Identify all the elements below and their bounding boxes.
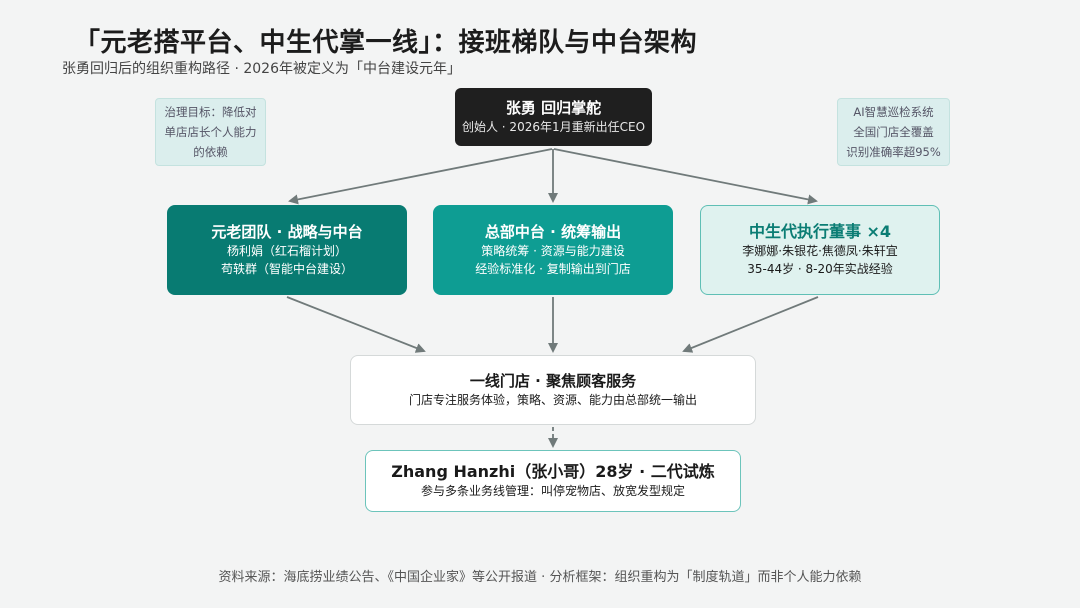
arrow-exec-to-store [682,296,819,353]
note-line: 识别准确率超95% [846,145,941,159]
node-line: 李娜娜·朱银花·焦德凤·朱轩宜 [742,244,898,258]
note-line: AI智慧巡检系统 [853,105,934,119]
node-frontline-stores: 一线门店 · 聚焦顾客服务 门店专注服务体验，策略、资源、能力由总部统一输出 [350,355,756,425]
source-footer: 资料来源：海底捞业绩公告、《中国企业家》等公开报道 · 分析框架：组织重构为「制… [218,570,862,585]
node-title: 一线门店 · 聚焦顾客服务 [469,372,637,390]
node-line: 杨利娟（红石榴计划） [226,244,347,258]
node-line: 苟轶群（智能中台建设） [220,262,353,276]
node-title: Zhang Hanzhi（张小哥）28岁 · 二代试炼 [391,462,715,481]
node-ceo: 张勇 回归掌舵 创始人 · 2026年1月重新出任CEO [455,88,652,146]
page-title: 「元老搭平台、中生代掌一线」：接班梯队与中台架构 [74,28,698,58]
node-executive-directors: 中生代执行董事 ×4 李娜娜·朱银花·焦德凤·朱轩宜 35-44岁 · 8-20… [700,205,940,295]
note-ai-inspection: AI智慧巡检系统 全国门店全覆盖 识别准确率超95% [837,98,950,166]
page-subtitle: 张勇回归后的组织重构路径 · 2026年被定义为「中台建设元年」 [62,61,461,77]
node-line: 经验标准化 · 复制输出到门店 [475,262,631,276]
note-line: 全国门店全覆盖 [853,125,934,139]
node-line: 门店专注服务体验，策略、资源、能力由总部统一输出 [408,393,697,407]
arrow-ceo-to-elder [288,148,553,205]
note-line: 单店店长个人能力 [164,125,257,139]
node-line: 创始人 · 2026年1月重新出任CEO [461,120,646,134]
note-governance-goal: 治理目标：降低对 单店店长个人能力 的依赖 [155,98,266,166]
arrow-elder-to-store [286,296,426,353]
note-line: 治理目标：降低对 [164,105,257,119]
node-second-generation: Zhang Hanzhi（张小哥）28岁 · 二代试炼 参与多条业务线管理：叫停… [365,450,741,512]
node-elder-team: 元老团队 · 战略与中台 杨利娟（红石榴计划） 苟轶群（智能中台建设） [167,205,407,295]
node-title: 总部中台 · 统筹输出 [484,223,622,241]
arrow-ceo-to-exec [553,148,818,205]
node-line: 策略统筹 · 资源与能力建设 [481,244,625,258]
node-line: 35-44岁 · 8-20年实战经验 [747,262,893,276]
note-line: 的依赖 [193,145,228,159]
node-title: 中生代执行董事 ×4 [748,222,892,241]
node-title: 张勇 回归掌舵 [505,99,602,117]
node-line: 参与多条业务线管理：叫停宠物店、放宽发型规定 [420,484,685,498]
node-title: 元老团队 · 战略与中台 [211,223,363,241]
node-hq-platform: 总部中台 · 统筹输出 策略统筹 · 资源与能力建设 经验标准化 · 复制输出到… [433,205,673,295]
